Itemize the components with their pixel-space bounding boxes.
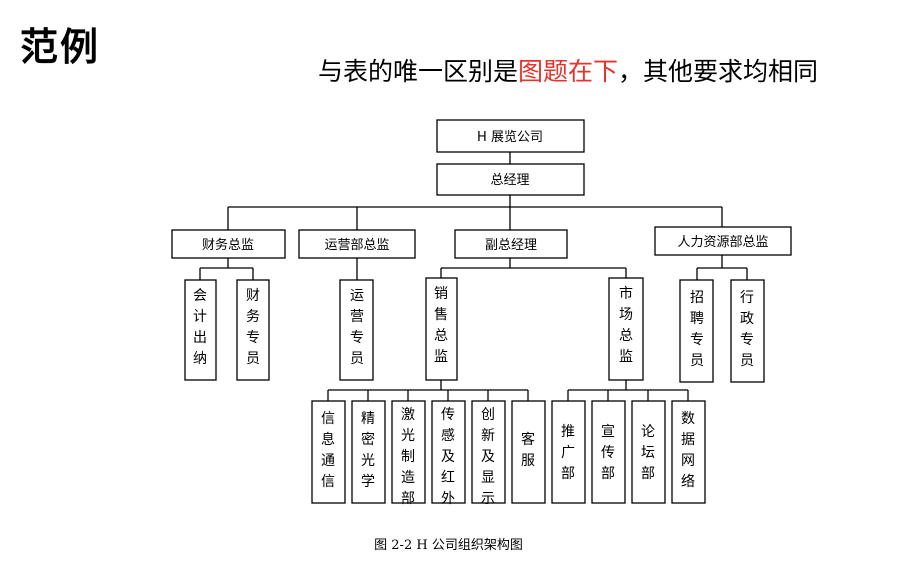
node-data-net: 数据网络 (671, 400, 706, 504)
node-ops-label: 运营部总监 (324, 238, 389, 253)
node-precision-label: 精密光学 (361, 411, 375, 490)
node-info: 信息通信 (311, 400, 346, 504)
node-finance-staff: 财务专员 (236, 279, 270, 381)
figure-caption: 图 2-2 H 公司组织架构图 (374, 538, 523, 553)
node-admin: 行政专员 (730, 279, 765, 383)
node-promotion: 推广部 (551, 400, 586, 504)
node-root-label: H 展览公司 (477, 129, 543, 145)
node-finance: 财务总监 (171, 229, 286, 259)
node-ops-staff-label: 运营专员 (350, 288, 364, 367)
node-publicity-label: 宣传部 (601, 424, 615, 482)
node-promotion-label: 推广部 (561, 424, 575, 482)
node-precision: 精密光学 (351, 400, 386, 504)
subtitle: 与表的唯一区别是图题在下，其他要求均相同 (318, 52, 818, 88)
node-deputy: 副总经理 (454, 229, 568, 259)
node-root: H 展览公司 (436, 119, 585, 153)
node-hr: 人力资源部总监 (654, 226, 792, 256)
node-sensing: 传感及红外 (431, 400, 466, 507)
node-finance-label: 财务总监 (202, 237, 254, 253)
node-laser: 激光制造部 (391, 400, 426, 507)
subtitle-suffix: ，其他要求均相同 (618, 57, 819, 86)
node-sensing-label: 传感及红外 (441, 407, 455, 507)
node-forum: 论坛部 (631, 400, 666, 504)
node-deputy-label: 副总经理 (485, 238, 537, 253)
node-innovation: 创新及显示 (471, 400, 506, 507)
node-forum-label: 论坛部 (641, 424, 655, 482)
node-ops: 运营部总监 (298, 229, 416, 259)
page-title: 范例 (20, 25, 101, 69)
node-market-label: 市场总监 (619, 285, 633, 365)
node-sales: 销售总监 (425, 277, 458, 381)
node-innovation-label: 创新及显示 (481, 407, 495, 507)
subtitle-highlight: 图题在下 (518, 57, 619, 86)
node-recruit-label: 招聘专员 (690, 290, 704, 369)
node-info-label: 信息通信 (321, 411, 335, 490)
subtitle-prefix: 与表的唯一区别是 (318, 57, 519, 86)
node-accountant-label: 会计出纳 (193, 288, 207, 367)
node-ops-staff: 运营专员 (339, 279, 374, 381)
node-gm-label: 总经理 (490, 173, 529, 188)
node-finance-staff-label: 财务专员 (246, 288, 260, 367)
node-service: 客服 (511, 400, 546, 504)
node-laser-label: 激光制造部 (401, 406, 415, 507)
node-service-label: 客服 (521, 431, 535, 469)
node-hr-label: 人力资源部总监 (677, 235, 768, 250)
node-data-net-label: 数据网络 (681, 411, 695, 490)
node-publicity: 宣传部 (591, 400, 626, 504)
node-gm: 总经理 (436, 163, 585, 196)
node-recruit: 招聘专员 (679, 279, 714, 383)
node-sales-label: 销售总监 (434, 286, 448, 365)
node-accountant: 会计出纳 (184, 279, 217, 381)
connector-lines (199, 152, 748, 401)
node-admin-label: 行政专员 (740, 290, 754, 369)
node-market: 市场总监 (608, 277, 644, 381)
